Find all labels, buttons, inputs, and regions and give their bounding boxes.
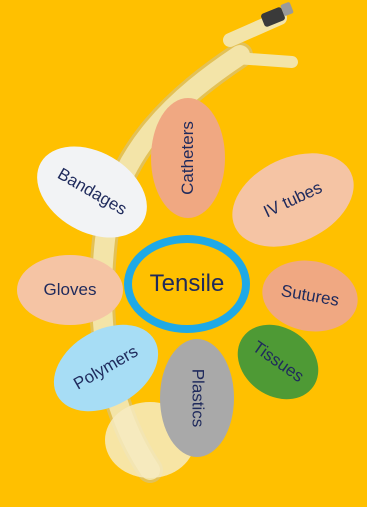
petal-catheters: Catheters [151, 98, 225, 218]
petal-plastics: Plastics [160, 339, 234, 457]
petal-label: Sutures [279, 281, 340, 311]
petal-label: IV tubes [261, 178, 326, 222]
petal-label: Catheters [178, 121, 198, 195]
center-hub: Tensile [124, 235, 250, 333]
center-label: Tensile [150, 270, 225, 298]
petal-label: Polymers [70, 342, 141, 395]
catheter-port-lower [236, 58, 292, 62]
petal-label: Bandages [54, 164, 130, 220]
petal-label: Plastics [187, 369, 207, 428]
petal-gloves: Gloves [17, 255, 123, 325]
petal-label: Tissues [249, 337, 308, 387]
petal-label: Gloves [44, 280, 97, 300]
